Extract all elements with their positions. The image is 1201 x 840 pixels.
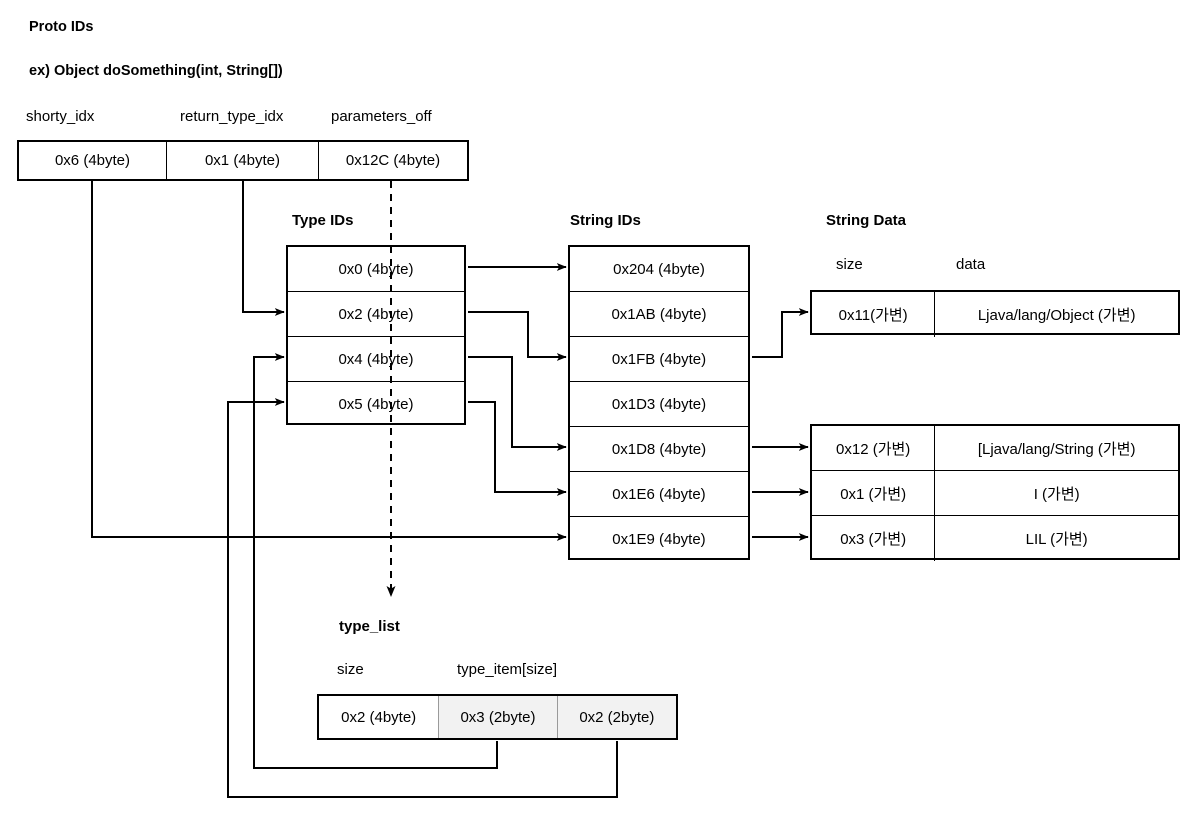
string-data-size-2: 0x1 (가변) xyxy=(812,471,936,515)
table-row: 0x5 (4byte) xyxy=(288,382,464,427)
type-ids-header: Type IDs xyxy=(292,212,354,229)
string-id-cell-3: 0x1D3 (4byte) xyxy=(611,395,707,413)
example-signature: ex) Object doSomething(int, String[]) xyxy=(29,63,283,79)
wire-type-id-3-to-string-id-5 xyxy=(468,401,567,496)
proto-col-shorty-idx: shorty_idx xyxy=(26,108,95,125)
string-data-header: String Data xyxy=(826,212,907,229)
table-row: 0x204 (4byte) xyxy=(570,247,748,292)
type-list-cell-size: 0x2 (4byte) xyxy=(319,696,439,738)
table-row: 0x12 (가변) [Ljava/lang/String (가변) xyxy=(812,426,1178,471)
page-title: Proto IDs xyxy=(29,19,94,35)
string-data-col-data: data xyxy=(956,256,986,273)
wire-string-id-2-to-string-data-0 xyxy=(752,308,809,358)
table-row: 0x1D8 (4byte) xyxy=(570,427,748,472)
proto-col-parameters-off: parameters_off xyxy=(331,108,432,125)
proto-col-return-type-idx: return_type_idx xyxy=(180,108,284,125)
string-ids-header: String IDs xyxy=(570,212,641,229)
string-ids-table: 0x204 (4byte) 0x1AB (4byte) 0x1FB (4byte… xyxy=(568,245,750,560)
string-data-size-0: 0x11(가변) xyxy=(812,292,936,337)
proto-cell-return-type-idx: 0x1 (4byte) xyxy=(167,142,319,179)
string-id-cell-1: 0x1AB (4byte) xyxy=(611,305,707,323)
type-list-col-size: size xyxy=(337,661,364,678)
table-row: 0x6 (4byte) 0x1 (4byte) 0x12C (4byte) xyxy=(19,142,467,179)
proto-cell-shorty-idx: 0x6 (4byte) xyxy=(19,142,167,179)
string-data-value-0: Ljava/lang/Object (가변) xyxy=(977,307,1136,324)
wire-type-id-2-to-string-id-4 xyxy=(468,356,567,451)
string-id-cell-4: 0x1D8 (4byte) xyxy=(611,440,707,458)
type-list-cell-item-1: 0x2 (2byte) xyxy=(557,696,676,738)
type-id-cell-3: 0x5 (4byte) xyxy=(338,396,414,413)
string-id-cell-5: 0x1E6 (4byte) xyxy=(612,485,706,503)
type-list-table: 0x2 (4byte) 0x3 (2byte) 0x2 (2byte) xyxy=(317,694,678,740)
string-id-cell-6: 0x1E9 (4byte) xyxy=(612,531,706,548)
table-row: 0x1 (가변) I (가변) xyxy=(812,471,1178,516)
table-row: 0x1FB (4byte) xyxy=(570,337,748,382)
table-row: 0x3 (가변) LIL (가변) xyxy=(812,516,1178,561)
string-data-table-2: 0x12 (가변) [Ljava/lang/String (가변) 0x1 (가… xyxy=(810,424,1180,561)
string-data-table-1: 0x11(가변) Ljava/lang/Object (가변) xyxy=(810,290,1180,337)
string-data-size-3: 0x3 (가변) xyxy=(812,516,936,561)
type-id-cell-2: 0x4 (4byte) xyxy=(338,350,414,368)
table-row: 0x1E9 (4byte) xyxy=(570,517,748,562)
proto-cell-parameters-off: 0x12C (4byte) xyxy=(345,152,441,169)
type-list-cell-item-0: 0x3 (2byte) xyxy=(438,696,558,738)
type-ids-table: 0x0 (4byte) 0x2 (4byte) 0x4 (4byte) 0x5 … xyxy=(286,245,466,425)
type-list-col-type-item: type_item[size] xyxy=(457,661,558,678)
type-list-header: type_list xyxy=(339,618,400,635)
table-row: 0x1D3 (4byte) xyxy=(570,382,748,427)
wire-type-id-1-to-string-id-2 xyxy=(468,311,567,361)
type-id-cell-0: 0x0 (4byte) xyxy=(338,260,414,278)
string-data-value-2: I (가변) xyxy=(1033,485,1080,503)
table-row: 0x0 (4byte) xyxy=(288,247,464,292)
string-data-col-size: size xyxy=(836,256,863,273)
type-id-cell-1: 0x2 (4byte) xyxy=(338,305,414,323)
table-row: 0x2 (4byte) 0x3 (2byte) 0x2 (2byte) xyxy=(319,696,676,738)
string-id-cell-0: 0x204 (4byte) xyxy=(613,260,705,278)
wire-return-type-idx-to-type-id-1 xyxy=(242,181,285,316)
proto-ids-table: 0x6 (4byte) 0x1 (4byte) 0x12C (4byte) xyxy=(17,140,469,181)
string-id-cell-2: 0x1FB (4byte) xyxy=(611,350,707,368)
table-row: 0x1E6 (4byte) xyxy=(570,472,748,517)
string-data-size-1: 0x12 (가변) xyxy=(812,426,936,470)
string-data-value-3: LIL (가변) xyxy=(1025,531,1088,548)
string-data-value-1: [Ljava/lang/String (가변) xyxy=(977,440,1136,458)
table-row: 0x11(가변) Ljava/lang/Object (가변) xyxy=(812,292,1178,337)
table-row: 0x2 (4byte) xyxy=(288,292,464,337)
table-row: 0x1AB (4byte) xyxy=(570,292,748,337)
table-row: 0x4 (4byte) xyxy=(288,337,464,382)
